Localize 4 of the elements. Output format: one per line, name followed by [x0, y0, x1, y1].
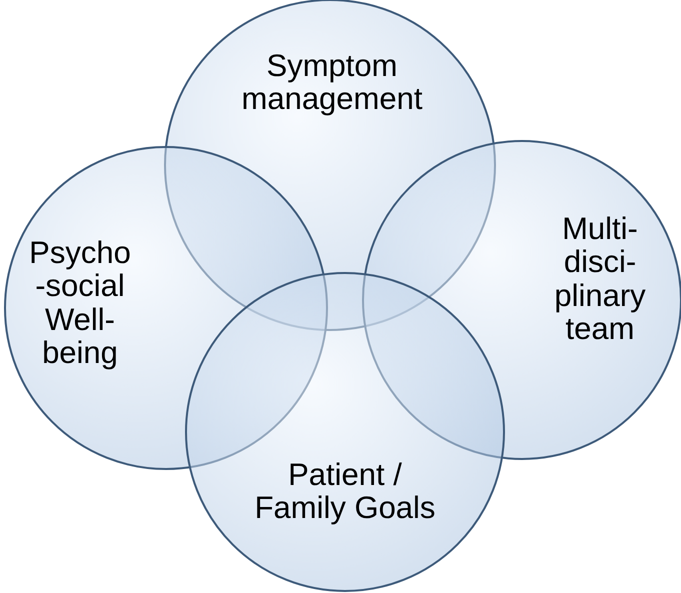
circle-label: Psycho -social Well-being [28, 236, 132, 370]
circle-label: Symptom management [240, 49, 424, 116]
circle-label: Multi- disci- plinary team [553, 212, 647, 346]
circle-label: Patient / Family Goals [254, 458, 436, 525]
